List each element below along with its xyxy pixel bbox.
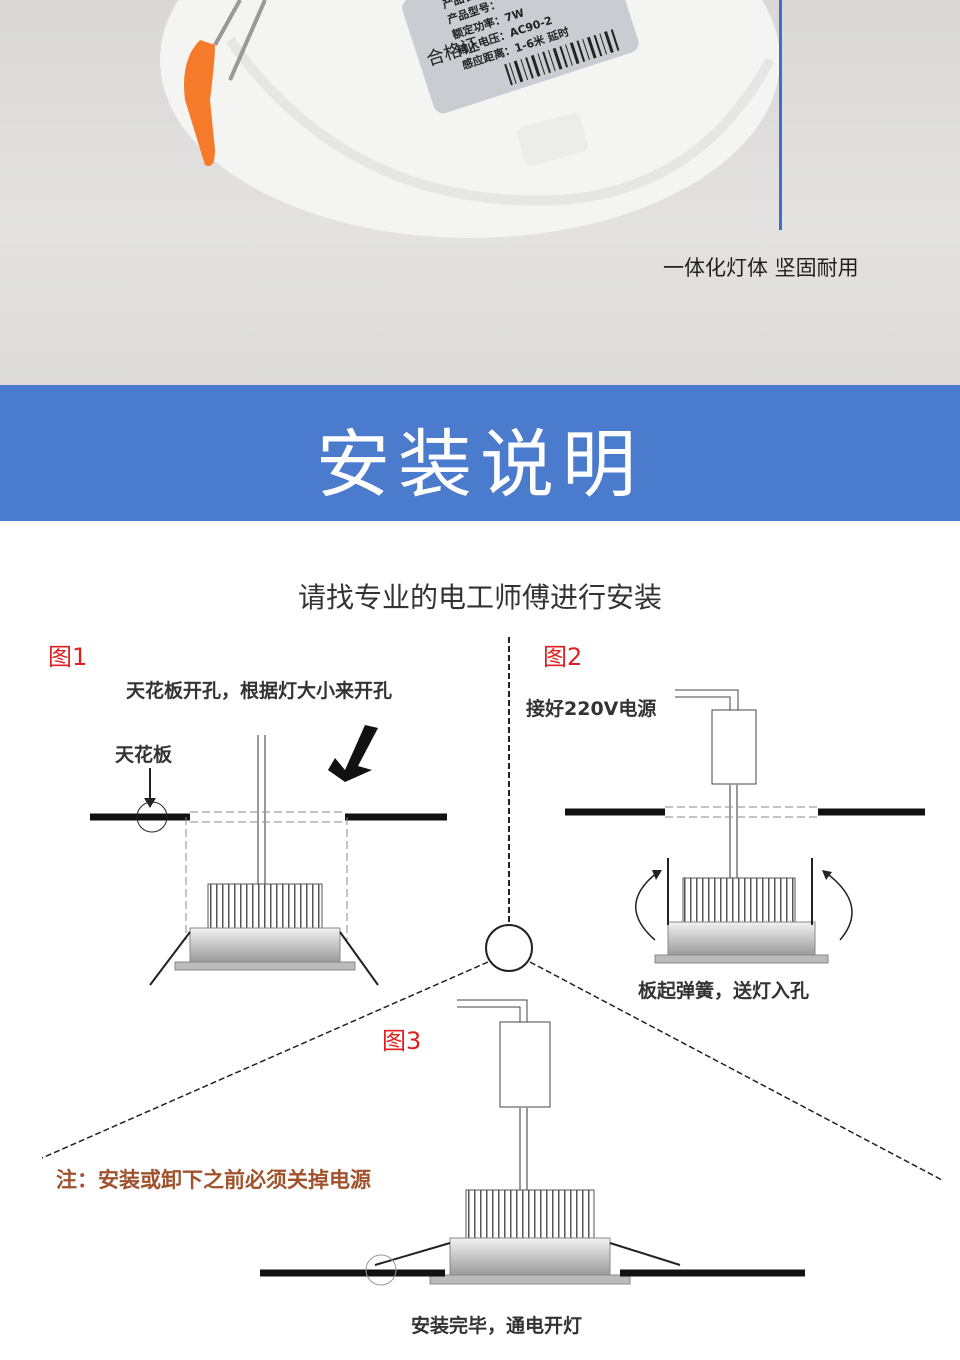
diagram-heading: 请找专业的电工师傅进行安装: [297, 581, 662, 614]
fig1-instruction: 天花板开孔，根据灯大小来开孔: [126, 680, 393, 702]
label-line: 产品名: [441, 0, 477, 11]
fig2-title: 图2: [543, 643, 583, 671]
fig3-title: 图3: [382, 1027, 422, 1055]
fig1-title: 图1: [48, 643, 88, 671]
section-title: 安装说明: [316, 422, 644, 508]
lamp-photo-illustration: 合格证 产品名 产品型号： 额定功率：7W 输入电压：AC90-2 感应距离：1…: [160, 0, 782, 238]
fig2-step: 板起弹簧，送灯入孔: [638, 980, 810, 1002]
fig3-drawing: [260, 999, 805, 1286]
photo-caption: 一体化灯体 坚固耐用: [663, 256, 859, 280]
ceiling-label: 天花板: [115, 744, 173, 766]
fig1-drawing: [90, 725, 447, 986]
divider-line: [41, 961, 489, 1159]
fig2-instruction: 接好220V电源: [526, 698, 657, 720]
connector-circle: [485, 924, 533, 972]
product-photo: 合格证 产品名 产品型号： 额定功率：7W 输入电压：AC90-2 感应距离：1…: [0, 0, 960, 385]
fig2-drawing: [565, 689, 925, 964]
arrow-icon: [328, 725, 378, 782]
product-label: 合格证 产品名 产品型号： 额定功率：7W 输入电压：AC90-2 感应距离：1…: [402, 0, 639, 114]
fig3-step: 安装完毕，通电开灯: [411, 1315, 583, 1337]
warning-note: 注：安装或卸下之前必须关掉电源: [56, 1168, 371, 1192]
divider-line: [529, 961, 943, 1181]
section-banner: [0, 385, 960, 521]
barcode: [504, 29, 620, 86]
